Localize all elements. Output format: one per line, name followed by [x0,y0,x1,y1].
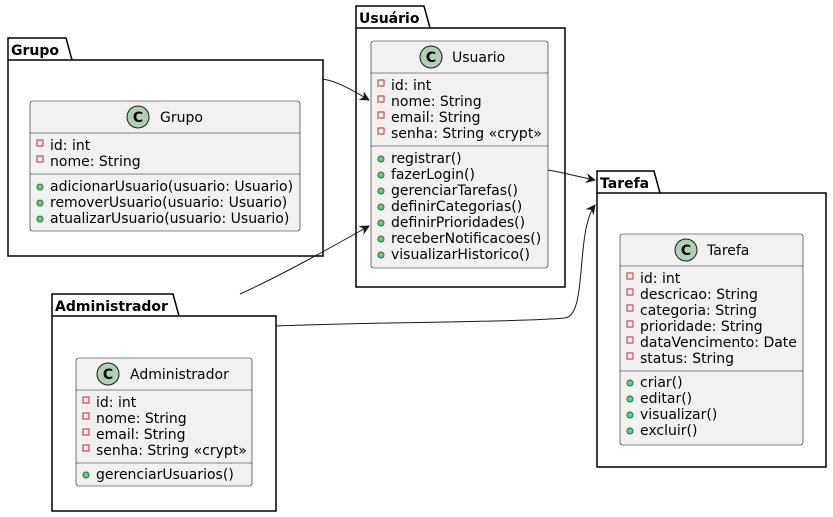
class-name: Tarefa [706,243,749,259]
class-stereotype-icon: C [126,105,150,129]
private-icon [626,336,634,344]
class-administrador[interactable]: C Administrador id: int nome: String ema… [75,357,253,487]
operation: criar() [640,375,683,391]
operation: gerenciarTarefas() [391,183,518,199]
edge-administrador-to-usuario [239,225,370,295]
private-icon [626,304,634,312]
private-icon [82,412,90,420]
public-icon [36,215,44,223]
operation: editar() [640,391,692,407]
private-icon [626,352,634,360]
operation: visualizarHistorico() [391,247,530,263]
attribute: status: String [640,351,734,367]
class-name: Usuario [452,50,505,66]
public-icon [626,427,634,435]
class-stereotype-icon: C [419,45,443,69]
operation: adicionarUsuario(usuario: Usuario) [50,179,293,195]
public-icon [377,251,385,259]
package-grupo[interactable]: Grupo C Grupo id: int nome: String adici… [7,37,324,257]
public-icon [377,187,385,195]
attribute: id: int [50,138,91,154]
operation: definirPrioridades() [391,215,525,231]
class-name: Grupo [160,110,203,126]
package-administrador[interactable]: Administrador C Administrador id: int no… [51,293,277,512]
operation: removerUsuario(usuario: Usuario) [50,195,287,211]
svg-text:C: C [103,367,113,383]
private-icon [377,95,385,103]
public-icon [377,171,385,179]
operation: excluir() [640,423,697,439]
operation: receberNotificacoes() [391,231,541,247]
package-title: Usuário [359,11,420,27]
private-icon [377,111,385,119]
private-icon [82,444,90,452]
public-icon [626,395,634,403]
attribute: email: String [391,110,481,126]
attribute: email: String [96,427,186,443]
svg-text:C: C [133,110,143,126]
attribute: nome: String [50,154,141,170]
public-icon [377,235,385,243]
public-icon [36,199,44,207]
attribute: nome: String [96,411,187,427]
attribute: id: int [96,395,137,411]
private-icon [377,79,385,87]
attribute: prioridade: String [640,319,763,335]
attribute: senha: String «crypt» [391,126,542,142]
attribute: descricao: String [640,287,758,303]
operation: gerenciarUsuarios() [96,467,234,483]
private-icon [36,155,44,163]
class-stereotype-icon: C [674,238,698,262]
edge-administrador-to-tarefa [275,204,596,327]
public-icon [626,379,634,387]
operation: registrar() [391,151,462,167]
svg-text:C: C [426,50,436,66]
svg-text:C: C [681,243,691,259]
public-icon [377,155,385,163]
public-icon [36,183,44,191]
attribute: id: int [640,271,681,287]
private-icon [82,396,90,404]
private-icon [626,320,634,328]
operation: definirCategorias() [391,199,522,215]
package-usuario[interactable]: Usuário C Usuario id: int nome: String e… [355,5,566,288]
private-icon [626,288,634,296]
class-grupo[interactable]: C Grupo id: int nome: String adicionarUs… [29,100,301,232]
attribute: id: int [391,78,432,94]
class-tarefa[interactable]: C Tarefa id: int descricao: String categ… [619,233,804,446]
public-icon [377,203,385,211]
private-icon [36,139,44,147]
package-title: Tarefa [600,176,649,192]
operation: fazerLogin() [391,167,475,183]
class-name: Administrador [130,367,229,383]
class-stereotype-icon: C [96,362,120,386]
package-tarefa[interactable]: Tarefa C Tarefa id: int descricao: Strin… [596,170,827,468]
class-usuario[interactable]: C Usuario id: int nome: String email: St… [370,40,549,269]
public-icon [377,219,385,227]
private-icon [626,272,634,280]
edge-usuario-to-tarefa [547,169,596,184]
edge-grupo-to-usuario [322,78,370,101]
attribute: senha: String «crypt» [96,443,247,459]
attribute: dataVencimento: Date [640,335,797,351]
package-title: Grupo [11,43,59,59]
public-icon [626,411,634,419]
public-icon [82,471,90,479]
package-title: Administrador [55,299,168,315]
attribute: categoria: String [640,303,757,319]
operation: visualizar() [640,407,717,423]
attribute: nome: String [391,94,482,110]
private-icon [377,127,385,135]
operation: atualizarUsuario(usuario: Usuario) [50,211,289,227]
private-icon [82,428,90,436]
